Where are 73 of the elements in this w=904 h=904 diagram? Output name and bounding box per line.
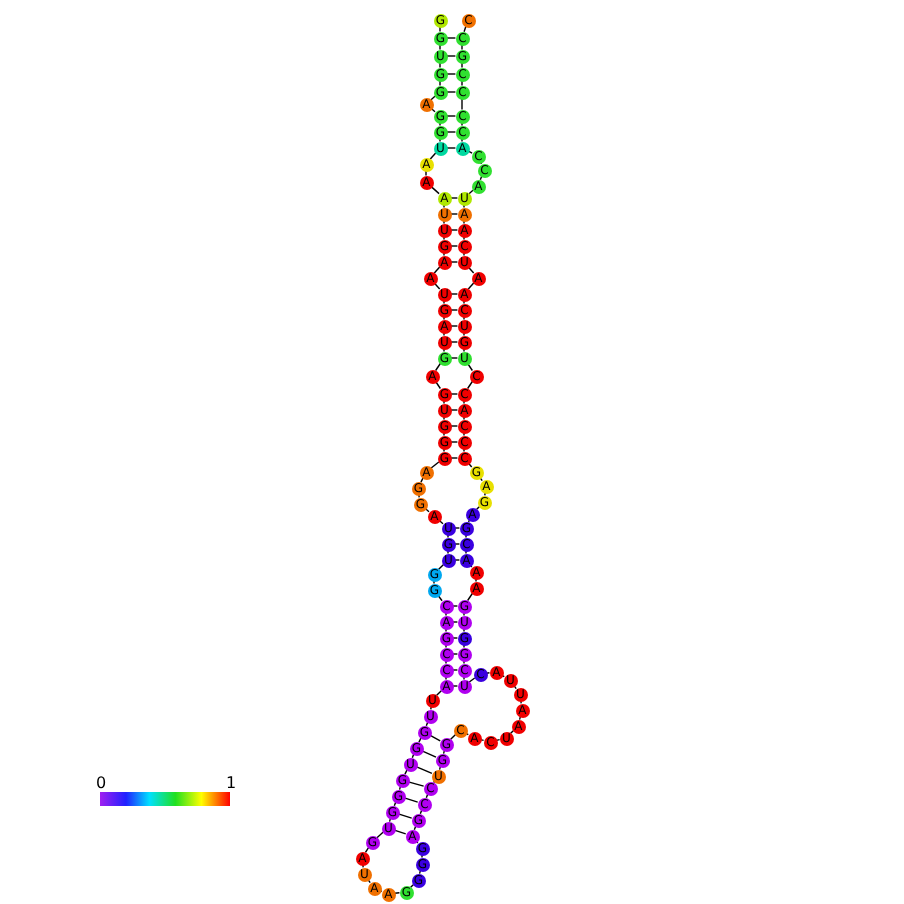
backbone-line — [461, 97, 463, 111]
backbone-line — [449, 733, 457, 741]
backbone-line — [461, 79, 463, 87]
backbone-line — [409, 883, 415, 889]
backbone-line — [404, 769, 408, 775]
backbone-line — [393, 801, 397, 807]
backbone-line — [467, 462, 473, 468]
base-pair-line — [449, 325, 459, 327]
base-pair-line — [449, 425, 459, 427]
base-pair-line — [445, 147, 457, 149]
backbone-line — [468, 189, 474, 195]
base-pair-line — [451, 605, 459, 607]
base-pair-line — [449, 213, 459, 215]
backbone-line — [419, 809, 423, 815]
backbone-line — [413, 825, 417, 831]
base-pair-line — [449, 357, 459, 359]
base-pair-line — [453, 559, 461, 561]
backbone-line — [439, 25, 441, 33]
backbone-line — [425, 793, 429, 799]
base-pair-line — [451, 621, 459, 623]
backbone-line — [435, 689, 443, 697]
scale-label: 1 — [226, 776, 237, 792]
base-pair-line — [445, 131, 457, 133]
base-pair-line — [451, 637, 459, 639]
backbone-line — [420, 477, 424, 483]
base-pair-line — [449, 261, 459, 263]
base-pair-line — [449, 457, 459, 459]
base-pair-line — [451, 669, 459, 671]
backbone-line — [393, 892, 401, 894]
backbone-line — [425, 169, 427, 177]
backbone-line — [364, 846, 370, 854]
backbone-line — [475, 505, 481, 511]
backbone-line — [411, 753, 415, 759]
backbone-line — [418, 737, 422, 743]
base-pair-line — [449, 341, 459, 343]
backbone-line — [461, 61, 463, 69]
base-pair-line — [449, 197, 459, 199]
base-pair-line — [449, 409, 459, 411]
backbone-line — [438, 519, 444, 525]
backbone-line — [430, 95, 436, 101]
backbone-line — [424, 507, 430, 513]
base-pair-line — [449, 293, 459, 295]
base-pair-line — [449, 245, 459, 247]
base-pair-line — [445, 115, 457, 117]
backbone-line — [437, 563, 445, 571]
backbone-line — [430, 107, 436, 113]
base-pair-line — [453, 543, 461, 545]
base-pair-line — [449, 393, 459, 395]
backbone-line — [479, 175, 483, 181]
base-pair-line — [453, 527, 461, 529]
backbone-line — [461, 43, 463, 51]
base-pair-line — [415, 765, 433, 775]
base-pair-line — [449, 441, 459, 443]
base-pair-line — [449, 229, 459, 231]
base-pair-line — [451, 653, 459, 655]
base-pair-line — [407, 781, 425, 787]
base-pair-line — [451, 685, 459, 687]
base-pair-line — [397, 813, 413, 819]
base-pair-line — [445, 37, 457, 39]
base-pair-line — [445, 91, 457, 93]
backbone-line — [439, 79, 441, 87]
backbone-line — [425, 721, 429, 727]
backbone-line — [463, 25, 467, 33]
backbone-line — [509, 729, 515, 735]
base-pair-line — [449, 309, 459, 311]
base-pair-line — [445, 55, 457, 57]
scale-label: 0 — [96, 776, 107, 792]
backbone-line — [439, 43, 441, 51]
base-pair-line — [403, 797, 419, 803]
backbone-line — [439, 61, 441, 69]
base-pair-line — [393, 829, 407, 835]
base-pair-line — [445, 73, 457, 75]
backbone-line — [467, 150, 473, 154]
